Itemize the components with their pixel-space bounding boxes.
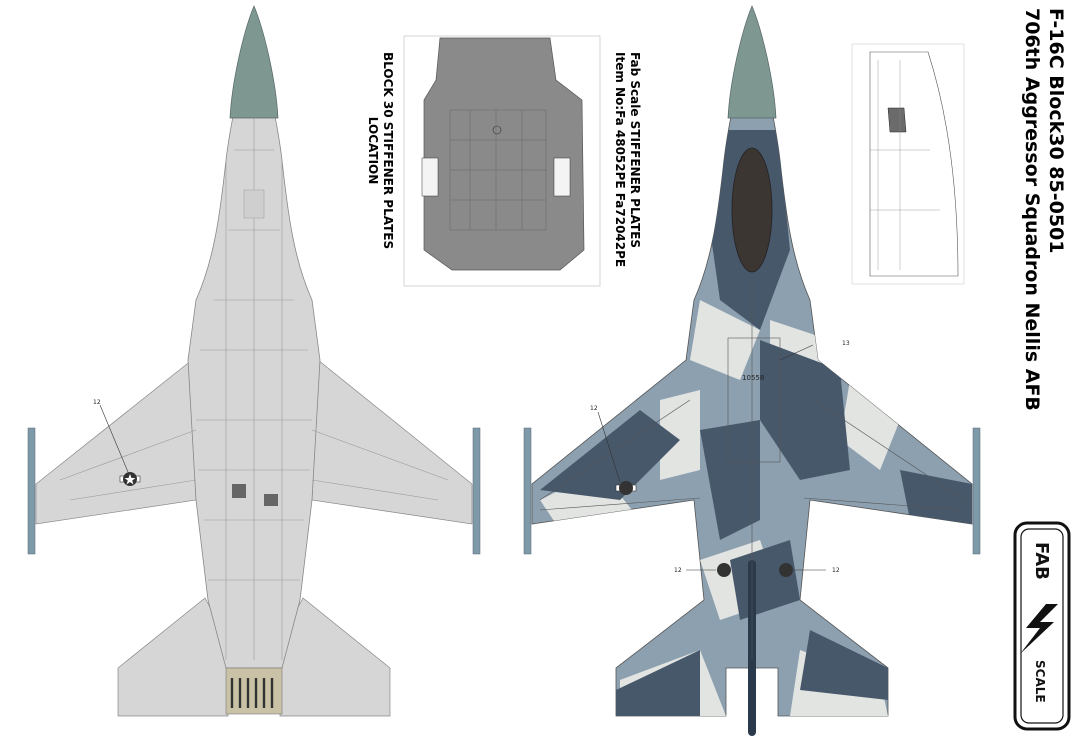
title-line-2: 706th Aggressor Squadron Nellis AFB [1021, 8, 1043, 411]
left-wingtip-rail [27, 427, 36, 555]
canopy [731, 147, 773, 273]
camo-insignia-lower-right [779, 563, 793, 577]
detail-grid [449, 109, 547, 231]
fab-scale-logo: FAB SCALE [1013, 521, 1071, 731]
stiffener-location-line-2: LOCATION [366, 116, 380, 185]
side-fuselage [869, 51, 959, 277]
stiffener-location-line-1: BLOCK 30 STIFFENER PLATES [381, 52, 395, 250]
national-insignia [119, 472, 141, 486]
product-line-1: Fab Scale STIFFENER PLATES [628, 52, 642, 249]
callout-camo-13: 13 [842, 340, 850, 347]
camo-insignia-lower-left [717, 563, 731, 577]
panel-lines [59, 118, 449, 660]
stiffener-plate-left[interactable] [421, 157, 439, 197]
callout-lower-right: 12 [832, 567, 840, 574]
stiffener-plate-right[interactable] [553, 157, 571, 197]
callout-left-wing: 12 [93, 399, 101, 406]
leader-left-wing [99, 404, 129, 473]
panel-left [232, 484, 246, 498]
serial-number: 10558 [742, 374, 764, 382]
logo-scale-text: SCALE [1033, 660, 1047, 703]
callout-camo-wing: 12 [590, 405, 598, 412]
product-line-2: Item No:Fa 48052PE Fa72042PE [613, 52, 627, 268]
title-line-1: F-16C Block30 85-0501 [1045, 8, 1067, 254]
camo-pattern [540, 130, 972, 716]
side-details [870, 60, 940, 270]
nozzle-petals [230, 678, 274, 708]
product-info: Fab Scale STIFFENER PLATES Item No:Fa 48… [612, 52, 642, 267]
camo-leader-lines [597, 344, 826, 571]
callout-lower-left: 12 [674, 567, 682, 574]
side-frame [851, 43, 965, 285]
camo-radome [727, 5, 777, 119]
gun-vent [243, 189, 265, 219]
side-plate-highlight [887, 107, 907, 133]
right-wingtip-rail [472, 427, 481, 555]
stiffener-location-label: BLOCK 30 STIFFENER PLATES LOCATION [365, 52, 395, 249]
detail-center-mark [492, 125, 502, 135]
camo-panel-lines [539, 280, 965, 660]
detail-fuselage [423, 37, 585, 271]
right-camo-rail [972, 427, 981, 555]
left-camo-rail [523, 427, 532, 555]
lightning-icon [1020, 604, 1058, 654]
aircraft-title: F-16C Block30 85-0501 706th Aggressor Sq… [1020, 8, 1068, 411]
camo-insignia-wing [615, 481, 637, 495]
logo-fab-text: FAB [1031, 542, 1052, 580]
panel-right [264, 494, 278, 506]
